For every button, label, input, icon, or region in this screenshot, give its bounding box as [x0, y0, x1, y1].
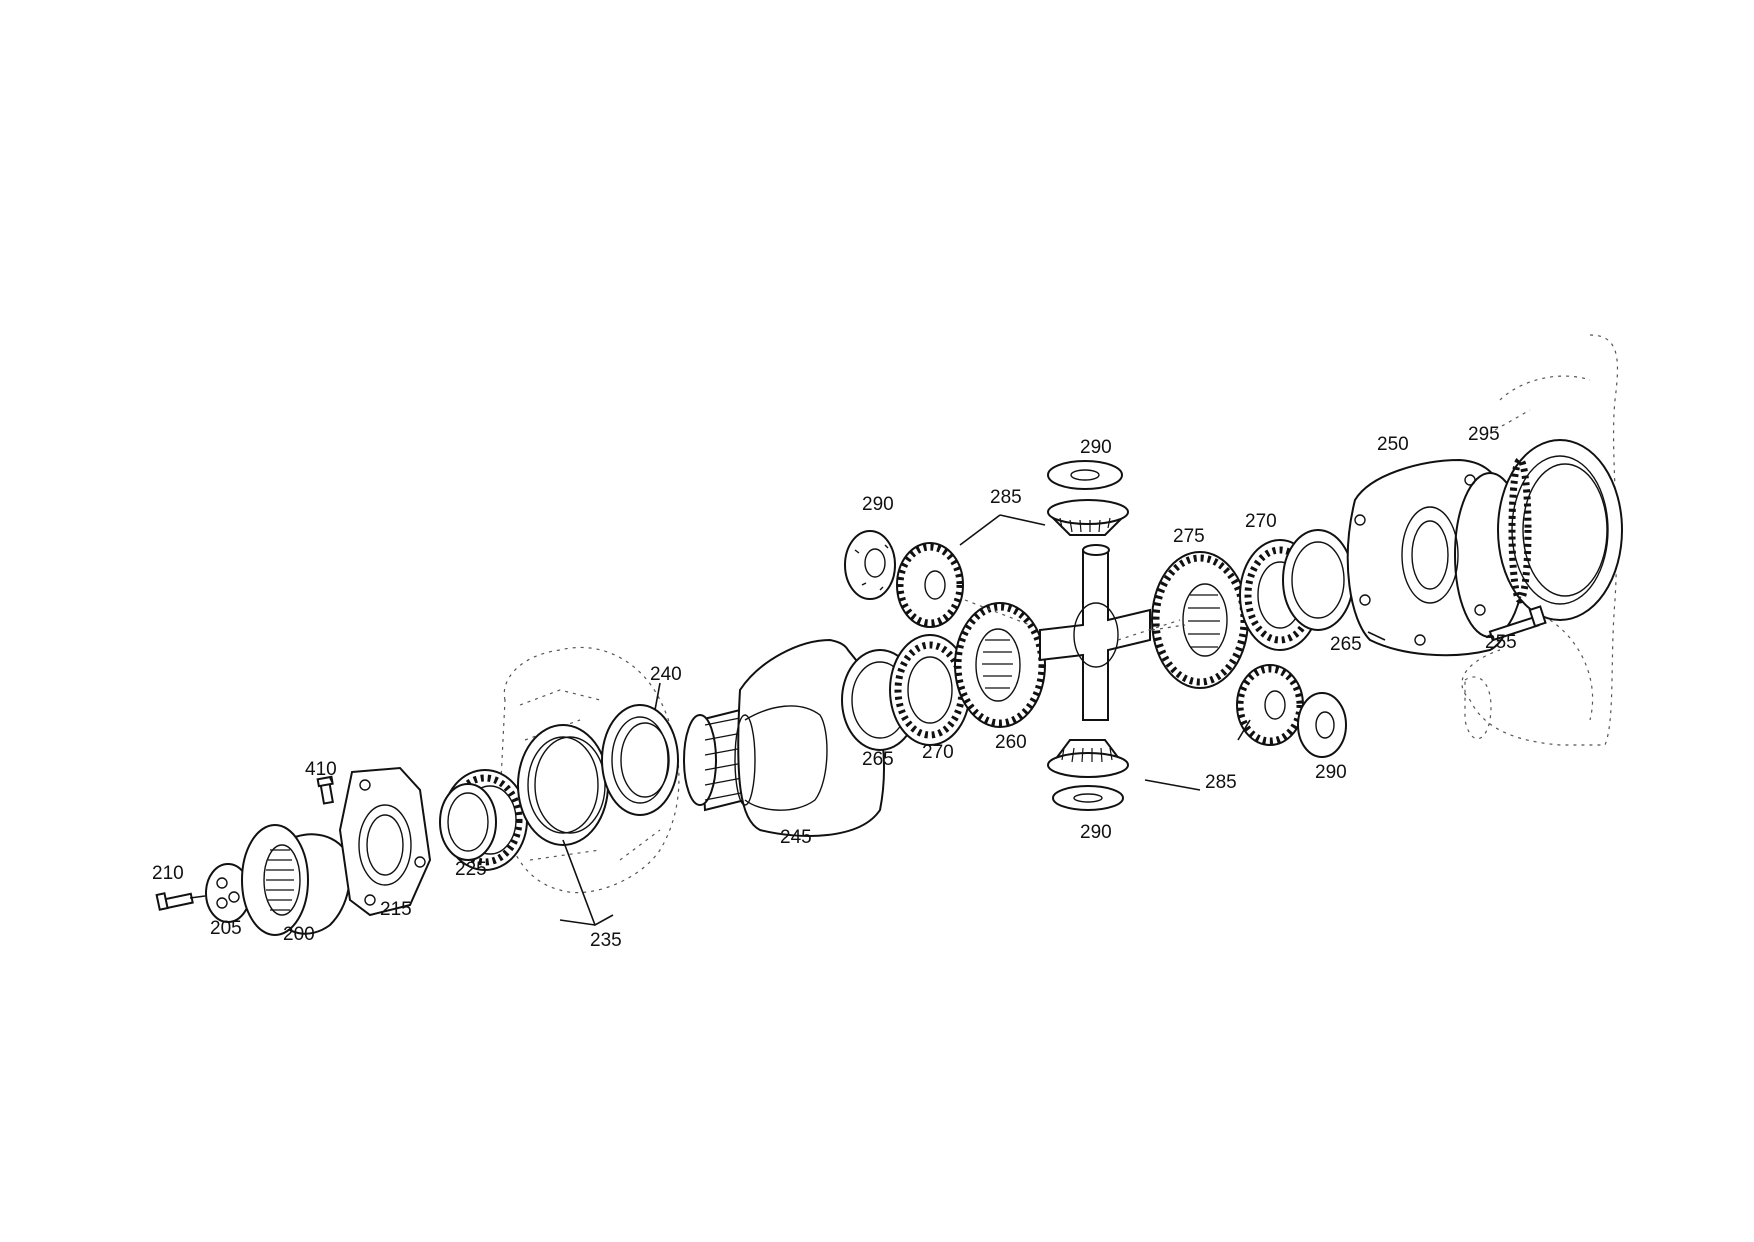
callout-235: 235 [590, 930, 622, 951]
part-250-case [1346, 458, 1526, 657]
callout-200: 200 [283, 924, 315, 945]
part-225-bearing [439, 769, 528, 871]
callout-labels: 210 205 200 410 215 225 235 240 245 265 … [152, 424, 1517, 951]
callout-290-right: 290 [1315, 762, 1347, 783]
leader-lines [189, 514, 1386, 927]
callout-285-upper: 285 [990, 487, 1022, 508]
part-260-side-gear [954, 602, 1046, 728]
callout-225: 225 [455, 859, 487, 880]
callout-205: 205 [210, 918, 242, 939]
ghost-housing-left [499, 646, 680, 894]
part-290-washer-lower-right [1297, 692, 1347, 758]
callout-260: 260 [995, 732, 1027, 753]
callout-275: 275 [1173, 526, 1205, 547]
part-235-races [517, 724, 609, 846]
callout-240: 240 [650, 664, 682, 685]
part-290-washer-bottom [1052, 785, 1124, 811]
part-285-pinion-bottom [1047, 739, 1129, 778]
part-255-bolt [1488, 605, 1547, 642]
part-295-ring-gear [1497, 439, 1623, 621]
assembly-axis [964, 599, 1186, 641]
callout-215: 215 [380, 899, 412, 920]
callout-270-right: 270 [1245, 511, 1277, 532]
callout-265-left: 265 [862, 749, 894, 770]
callout-295: 295 [1468, 424, 1500, 445]
callout-410: 410 [305, 759, 337, 780]
part-265-shim-right [1282, 529, 1354, 631]
callout-265-right: 265 [1330, 634, 1362, 655]
callout-250: 250 [1377, 434, 1409, 455]
part-290-washer-top [1047, 460, 1123, 490]
callout-245: 245 [780, 827, 812, 848]
part-410-screw [316, 775, 334, 805]
part-205-washer [205, 863, 251, 923]
part-285-pinion-upper-left [896, 542, 964, 628]
ghost-housing-right [1461, 334, 1619, 746]
part-200-flange [241, 824, 351, 936]
part-210-bolt [155, 892, 194, 911]
callout-285-lower: 285 [1205, 772, 1237, 793]
part-290-washer-upper-left [844, 530, 896, 600]
callout-290-bottom: 290 [1080, 822, 1112, 843]
callout-290-top: 290 [1080, 437, 1112, 458]
callout-290-left: 290 [862, 494, 894, 515]
part-215-cover [338, 766, 432, 917]
callout-270-left: 270 [922, 742, 954, 763]
callout-210: 210 [152, 863, 184, 884]
part-275-cross-spider [1039, 544, 1151, 721]
part-275-side-gear [1151, 551, 1249, 689]
part-285-pinion-lower-right [1236, 664, 1304, 746]
part-240-bearing [601, 704, 679, 816]
part-285-pinion-top [1047, 499, 1129, 536]
callout-255: 255 [1485, 632, 1517, 653]
